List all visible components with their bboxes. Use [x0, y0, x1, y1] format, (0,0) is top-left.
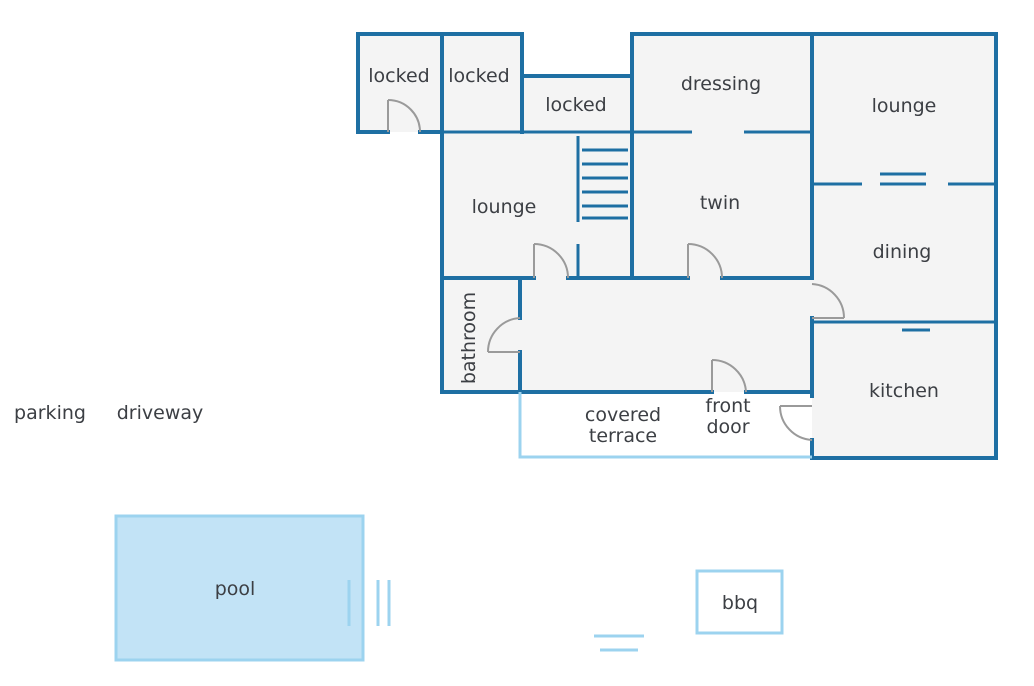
- pool-area: [114, 514, 365, 662]
- covered-terrace-outline: [518, 392, 812, 459]
- label-driveway: driveway: [117, 402, 204, 424]
- walls: [356, 32, 998, 460]
- label-lounge-left: lounge: [472, 196, 537, 218]
- label-locked-1: locked: [368, 65, 429, 87]
- label-kitchen: kitchen: [869, 380, 939, 402]
- label-lounge-right: lounge: [872, 95, 937, 117]
- floor-locked-1: [358, 34, 442, 132]
- bbq-area: [695, 569, 784, 635]
- floor-dressing-twin: [632, 34, 812, 278]
- wall-locked-1: [356, 32, 444, 134]
- label-covered-terrace-1: covered: [585, 404, 661, 426]
- label-bathroom: bathroom: [458, 292, 480, 384]
- wall-hall-south-1: [440, 276, 714, 394]
- door-locked-1: [387, 99, 421, 133]
- label-bbq: bbq: [722, 592, 758, 614]
- labels: locked locked locked dressing lounge lou…: [14, 65, 939, 614]
- wall-east-outer: [630, 32, 998, 460]
- label-covered-terrace-2: terrace: [589, 425, 657, 447]
- label-locked-2: locked: [448, 65, 509, 87]
- stairs: [582, 148, 628, 220]
- floor-locked-3: [522, 76, 632, 132]
- door-kitchen: [778, 405, 813, 441]
- label-locked-3: locked: [545, 94, 606, 116]
- label-twin: twin: [700, 192, 740, 214]
- label-parking: parking: [14, 402, 86, 424]
- door-twin: [687, 243, 723, 279]
- label-pool: pool: [215, 578, 256, 600]
- label-dressing: dressing: [681, 73, 761, 95]
- floor-hall-bathroom: [442, 278, 812, 392]
- outdoor: [114, 392, 812, 662]
- label-front-door-2: door: [706, 416, 749, 438]
- label-dining: dining: [873, 241, 932, 263]
- wall-locked-2: [440, 32, 524, 134]
- doors: [387, 99, 846, 441]
- door-lounge-left: [533, 243, 569, 279]
- floor-locked-2: [442, 34, 522, 132]
- floor-lounge-dining-kitchen: [812, 34, 996, 458]
- label-front-door-1: front: [705, 395, 750, 417]
- door-front: [711, 358, 747, 393]
- door-dining: [811, 283, 846, 319]
- door-bathroom: [486, 317, 521, 353]
